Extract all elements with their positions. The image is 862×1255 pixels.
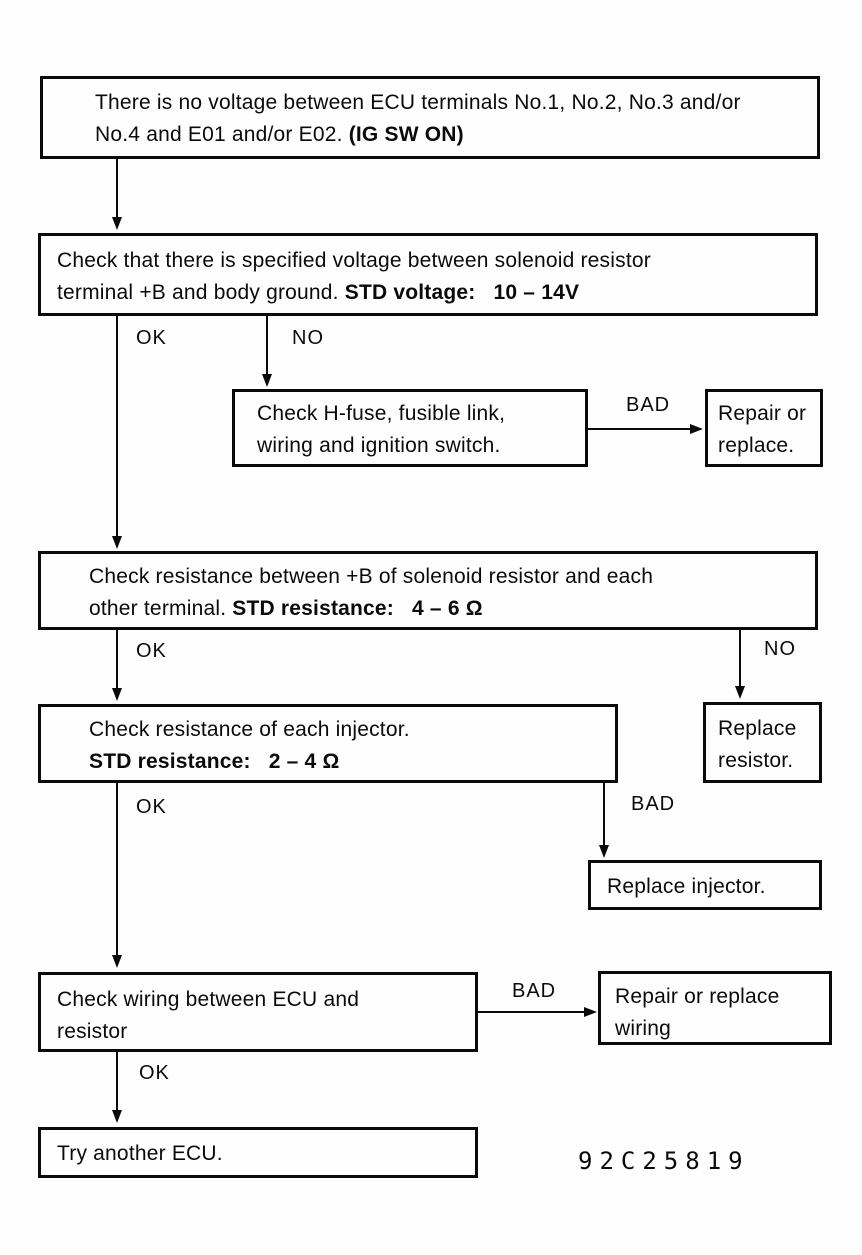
node-replace-injector-text1: Replace injector. bbox=[607, 875, 766, 898]
edge-label-no-1: NO bbox=[292, 327, 324, 349]
node-check-injector-text1: Check resistance of each injector. bbox=[89, 718, 410, 741]
connector-hfuse-repair bbox=[588, 428, 691, 430]
node-check-resistance-spec-value: 4 – 6 Ω bbox=[412, 597, 483, 620]
node-replace-resistor-text2: resistor. bbox=[718, 749, 794, 772]
node-check-voltage-line1: Check that there is specified voltage be… bbox=[57, 245, 805, 277]
node-start-line1: There is no voltage between ECU terminal… bbox=[95, 87, 807, 119]
node-check-injector-line2: STD resistance: 2 – 4 Ω bbox=[89, 746, 605, 778]
node-replace-resistor-line2: resistor. bbox=[718, 745, 815, 777]
connector-voltage-hfuse bbox=[266, 316, 268, 376]
edge-label-ok-1: OK bbox=[136, 327, 167, 349]
node-repair-or-replace: Repair or replace. bbox=[705, 389, 823, 467]
node-replace-resistor: Replace resistor. bbox=[703, 702, 822, 783]
node-try-another-ecu-line1: Try another ECU. bbox=[57, 1138, 469, 1170]
edge-label-bad-3: BAD bbox=[512, 980, 557, 1002]
node-start-bold: (IG SW ON) bbox=[348, 123, 464, 146]
edge-label-bad-1: BAD bbox=[626, 394, 671, 416]
node-repair-or-replace-text2: replace. bbox=[718, 434, 795, 457]
arrow-down-icon bbox=[112, 688, 122, 701]
node-repair-or-replace-text1: Repair or bbox=[718, 402, 807, 425]
connector-injector-replace-injector bbox=[603, 783, 605, 847]
node-check-voltage: Check that there is specified voltage be… bbox=[38, 233, 818, 316]
node-try-another-ecu-text1: Try another ECU. bbox=[57, 1142, 223, 1165]
node-check-resistance: Check resistance between +B of solenoid … bbox=[38, 551, 818, 630]
edge-label-ok-3: OK bbox=[136, 796, 167, 818]
arrow-down-icon bbox=[599, 845, 609, 858]
node-check-wiring-text2: resistor bbox=[57, 1020, 128, 1043]
node-repair-or-replace-line1: Repair or bbox=[718, 398, 816, 430]
node-check-injector: Check resistance of each injector. STD r… bbox=[38, 704, 618, 783]
node-check-resistance-line1: Check resistance between +B of solenoid … bbox=[89, 561, 805, 593]
node-check-hfuse-text2: wiring and ignition switch. bbox=[257, 434, 501, 457]
connector-start-voltage bbox=[116, 159, 118, 219]
node-try-another-ecu: Try another ECU. bbox=[38, 1127, 478, 1178]
node-check-voltage-spec-label: STD voltage: bbox=[344, 281, 476, 304]
connector-resistance-injector bbox=[116, 630, 118, 690]
node-check-hfuse: Check H-fuse, fusible link, wiring and i… bbox=[232, 389, 588, 467]
node-check-injector-line1: Check resistance of each injector. bbox=[89, 714, 605, 746]
arrow-down-icon bbox=[262, 374, 272, 387]
node-check-voltage-text1: Check that there is specified voltage be… bbox=[57, 249, 651, 272]
node-repair-or-replace-wiring-line2: wiring bbox=[615, 1013, 825, 1045]
arrow-down-icon bbox=[112, 217, 122, 230]
node-check-hfuse-line1: Check H-fuse, fusible link, bbox=[257, 398, 577, 430]
node-check-injector-spec-label: STD resistance: bbox=[89, 750, 251, 773]
arrow-down-icon bbox=[735, 686, 745, 699]
node-start: There is no voltage between ECU terminal… bbox=[40, 76, 820, 159]
node-check-voltage-line2: terminal +B and body ground. STD voltage… bbox=[57, 277, 805, 309]
connector-voltage-resistance bbox=[116, 316, 118, 538]
node-check-wiring: Check wiring between ECU and resistor bbox=[38, 972, 478, 1052]
node-check-wiring-text1: Check wiring between ECU and bbox=[57, 988, 360, 1011]
node-check-resistance-spec-label: STD resistance: bbox=[232, 597, 394, 620]
node-check-wiring-line1: Check wiring between ECU and bbox=[57, 984, 465, 1016]
node-check-resistance-line2: other terminal. STD resistance: 4 – 6 Ω bbox=[89, 593, 805, 625]
node-replace-resistor-line1: Replace bbox=[718, 713, 815, 745]
node-check-resistance-text2: other terminal. bbox=[89, 597, 233, 620]
node-check-hfuse-line2: wiring and ignition switch. bbox=[257, 430, 577, 462]
arrow-down-icon bbox=[112, 536, 122, 549]
node-repair-or-replace-wiring-text2: wiring bbox=[615, 1017, 672, 1040]
node-check-wiring-line2: resistor bbox=[57, 1016, 465, 1048]
node-check-resistance-text1: Check resistance between +B of solenoid … bbox=[89, 565, 654, 588]
node-repair-or-replace-wiring-text1: Repair or replace bbox=[615, 985, 780, 1008]
edge-label-no-2: NO bbox=[764, 638, 796, 660]
node-repair-or-replace-wiring-line1: Repair or replace bbox=[615, 981, 825, 1013]
node-check-voltage-spec-value: 10 – 14V bbox=[493, 281, 580, 304]
node-check-injector-spec-value: 2 – 4 Ω bbox=[268, 750, 340, 773]
node-replace-injector: Replace injector. bbox=[588, 860, 822, 910]
arrow-right-icon bbox=[584, 1007, 597, 1017]
node-start-text1: There is no voltage between ECU terminal… bbox=[95, 91, 741, 114]
node-repair-or-replace-wiring: Repair or replace wiring bbox=[598, 971, 832, 1045]
node-replace-resistor-text1: Replace bbox=[718, 717, 797, 740]
node-repair-or-replace-line2: replace. bbox=[718, 430, 816, 462]
edge-label-bad-2: BAD bbox=[631, 793, 676, 815]
document-code: 92C25819 bbox=[578, 1147, 750, 1175]
edge-label-ok-2: OK bbox=[136, 640, 167, 662]
edge-label-ok-4: OK bbox=[139, 1062, 170, 1084]
node-replace-injector-line1: Replace injector. bbox=[607, 871, 815, 903]
node-start-line2: No.4 and E01 and/or E02. (IG SW ON) bbox=[95, 119, 807, 151]
connector-resistance-replace-resistor bbox=[739, 630, 741, 688]
connector-wiring-repair bbox=[478, 1011, 585, 1013]
arrow-down-icon bbox=[112, 955, 122, 968]
node-check-hfuse-text1: Check H-fuse, fusible link, bbox=[257, 402, 506, 425]
node-check-voltage-text2: terminal +B and body ground. bbox=[57, 281, 345, 304]
connector-wiring-ecu bbox=[116, 1052, 118, 1112]
node-start-text2: No.4 and E01 and/or E02. bbox=[95, 123, 349, 146]
connector-injector-wiring bbox=[116, 783, 118, 957]
arrow-right-icon bbox=[690, 424, 703, 434]
arrow-down-icon bbox=[112, 1110, 122, 1123]
